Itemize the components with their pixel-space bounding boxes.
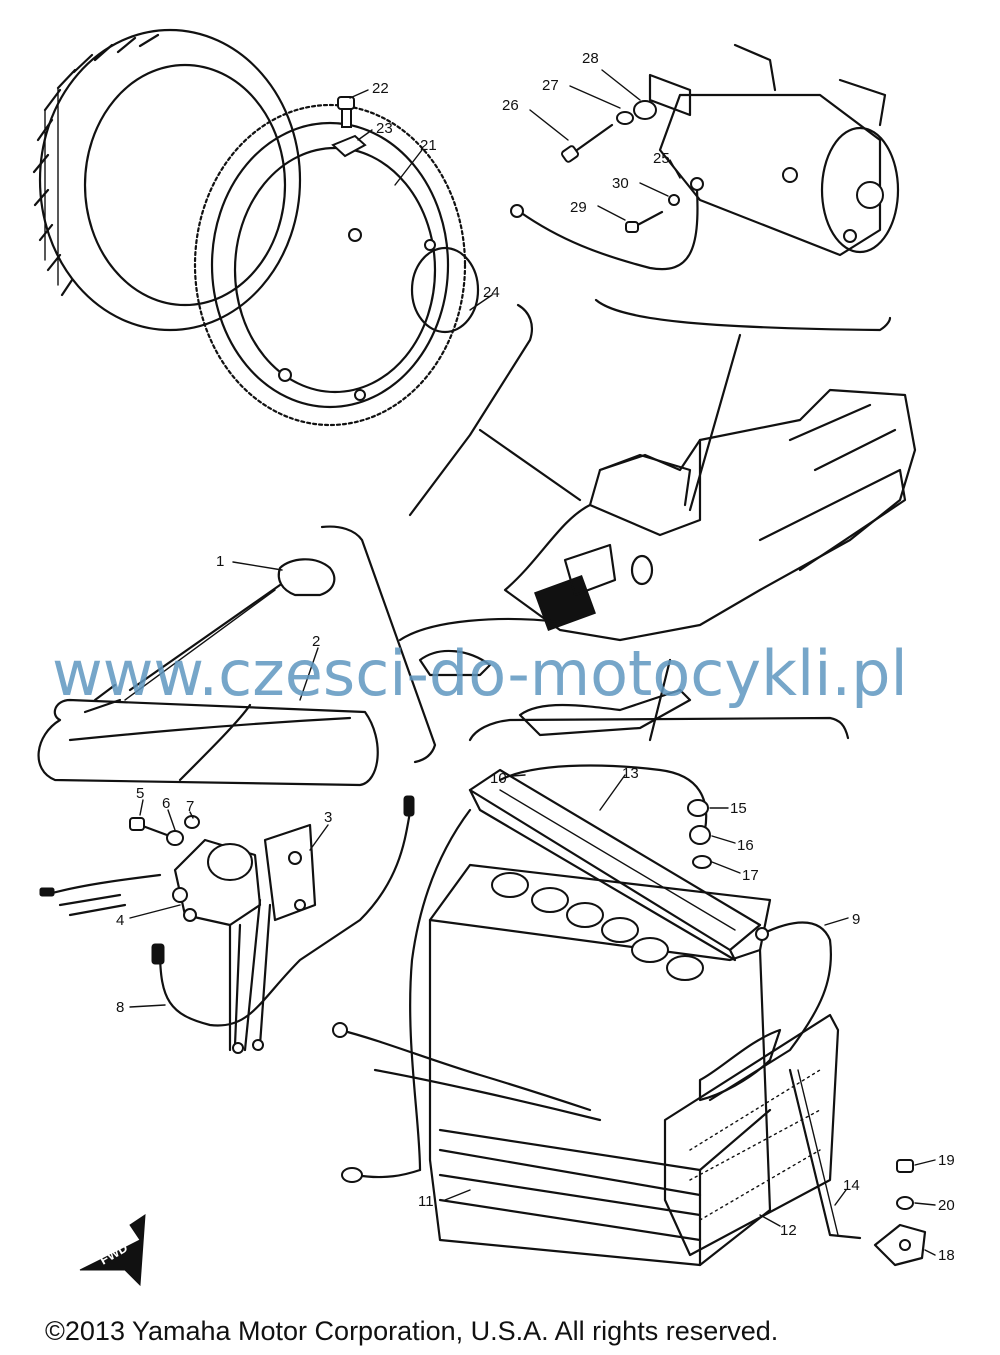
leader-overview-left [320, 525, 437, 764]
callout-labels: 1 2 3 4 5 6 7 8 9 10 11 12 13 14 15 16 1… [116, 50, 955, 1264]
leader-overview-battery [398, 617, 672, 742]
leader-overview-mid [478, 428, 582, 502]
battery-rod-14 [788, 1068, 862, 1240]
callout-2: 2 [312, 633, 320, 650]
callout-20: 20 [938, 1197, 955, 1214]
callout-5: 5 [136, 785, 144, 802]
starter-bracket-line [594, 298, 892, 332]
callout-10: 10 [490, 770, 507, 787]
leader-overview-top [408, 303, 534, 517]
callout-11: 11 [418, 1193, 434, 1210]
callout-15: 15 [730, 800, 747, 817]
snowmobile-overview [418, 388, 917, 737]
callout-19: 19 [938, 1152, 955, 1169]
battery-cable-8 [151, 795, 415, 1054]
callout-27: 27 [542, 77, 559, 94]
battery [428, 863, 772, 1267]
starter-relay-4 [39, 838, 262, 1052]
flywheel-magneto [32, 28, 302, 332]
callout-16: 16 [737, 837, 754, 854]
callout-28: 28 [582, 50, 599, 67]
o-ring [410, 246, 480, 334]
callout-3: 3 [324, 809, 332, 826]
callout-9: 9 [852, 911, 860, 928]
callout-30: 30 [612, 175, 629, 192]
callout-21: 21 [420, 137, 437, 154]
starter-bolts [561, 100, 680, 233]
callout-7: 7 [186, 798, 194, 815]
battery-cover-12 [663, 1013, 840, 1257]
negative-cable [332, 1022, 602, 1122]
callout-1: 1 [216, 553, 224, 570]
bracket-18 [873, 1159, 927, 1267]
relay-screws [129, 815, 200, 846]
leader-overview-bottom [468, 716, 850, 742]
ring-gear [193, 103, 467, 427]
callout-17: 17 [742, 867, 759, 884]
starter-motor [648, 43, 900, 257]
wire-harness-2 [37, 683, 379, 787]
callout-6: 6 [162, 795, 170, 812]
battery-cable-9 [708, 921, 832, 1102]
callout-13: 13 [622, 765, 639, 782]
relay-part-1 [124, 558, 336, 701]
leader-overview-right [688, 333, 742, 512]
callout-22: 22 [372, 80, 389, 97]
battery-hold-strap-13 [468, 768, 762, 962]
callout-25: 25 [653, 150, 670, 167]
bolt-and-plate [331, 96, 367, 158]
breather-pipe-10 [341, 764, 708, 1183]
forward-arrow-icon: FWD [79, 1214, 146, 1287]
watermark: www.czesci-do-motocykli.pl [52, 637, 908, 710]
starter-cable [510, 177, 704, 271]
callout-23: 23 [376, 120, 393, 137]
callout-26: 26 [502, 97, 519, 114]
callout-leaders [129, 69, 936, 1256]
callout-8: 8 [116, 999, 124, 1016]
callout-14: 14 [843, 1177, 860, 1194]
copyright-notice: ©2013 Yamaha Motor Corporation, U.S.A. A… [45, 1316, 778, 1346]
callout-12: 12 [780, 1222, 797, 1239]
callout-4: 4 [116, 912, 124, 929]
relay-bracket-3 [243, 823, 317, 1052]
nut-washers [687, 799, 712, 869]
callout-29: 29 [570, 199, 587, 216]
callout-18: 18 [938, 1247, 955, 1264]
callout-24: 24 [483, 284, 500, 301]
